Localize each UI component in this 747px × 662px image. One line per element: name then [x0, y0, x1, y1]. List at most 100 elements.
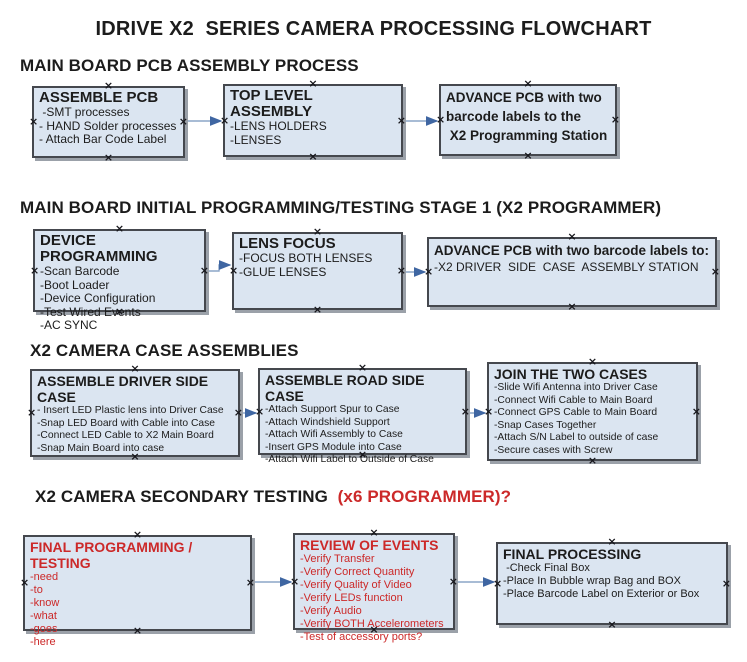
box-item: -AC SYNC — [40, 318, 98, 332]
connection-handle-icon: × — [369, 526, 379, 539]
box-item: -Verify Transfer — [300, 553, 375, 565]
box-title: ASSEMBLE ROAD SIDE CASE — [265, 372, 429, 404]
connection-handle-icon: × — [233, 406, 243, 419]
box-item: -LENSES — [230, 132, 282, 147]
box-device-programming: DEVICE PROGRAMMING -Scan Barcode-Boot Lo… — [30, 223, 209, 332]
box-title: FINAL PROGRAMMING / TESTING — [30, 539, 197, 571]
box-assemble-driver-side-case: ASSEMBLE DRIVER SIDE CASE - Insert LED P… — [27, 363, 243, 462]
connection-handle-icon: × — [308, 77, 318, 90]
connection-handle-icon: × — [178, 115, 188, 128]
connection-handle-icon: × — [484, 404, 494, 418]
box-join-the-two-cases: JOIN THE TWO CASES -Slide Wifi Antenna i… — [484, 356, 701, 466]
section-heading-1: MAIN BOARD PCB ASSEMBLY PROCESS — [20, 56, 359, 76]
box-item: -Verify BOTH Accelerometers — [300, 618, 444, 630]
box-items: -Scan Barcode-Boot Loader-Device Configu… — [40, 264, 199, 333]
connection-handle-icon: × — [369, 623, 379, 636]
connection-handle-icon: × — [20, 576, 30, 589]
connection-handle-icon: × — [130, 362, 140, 375]
section-heading-4: X2 CAMERA SECONDARY TESTING (x6 PROGRAMM… — [35, 487, 511, 507]
box-final-programming-testing: FINAL PROGRAMMING / TESTING -need-to-kno… — [20, 529, 255, 648]
box-item: -Snap Main Board into case — [37, 442, 165, 454]
box-item: -goes — [30, 623, 58, 635]
connection-handle-icon: × — [29, 115, 39, 128]
connection-handle-icon: × — [523, 77, 533, 90]
connection-handle-icon: × — [460, 404, 470, 418]
box-item: -Connect LED Cable to X2 Main Board — [37, 430, 214, 442]
box-item: -know — [30, 597, 60, 609]
connection-handle-icon: × — [220, 113, 230, 127]
section-heading-2: MAIN BOARD INITIAL PROGRAMMING/TESTING S… — [20, 198, 661, 218]
page-title: IDRIVE X2 SERIES CAMERA PROCESSING FLOWC… — [95, 18, 652, 40]
box-advance-pcb-programming-station: ADVANCE PCB with two barcode labels to t… — [436, 78, 620, 161]
section-heading-3: X2 CAMERA CASE ASSEMBLIES — [30, 341, 299, 361]
box-title: ASSEMBLE DRIVER SIDE CASE — [37, 373, 213, 405]
box-lens-focus: LENS FOCUS -FOCUS BOTH LENSES-GLUE LENSE… — [229, 226, 406, 315]
connection-handle-icon: × — [721, 576, 731, 590]
connection-handle-icon: × — [436, 113, 446, 126]
connection-handle-icon: × — [607, 535, 617, 548]
box-item: -Verify LEDs function — [300, 592, 403, 604]
connection-handle-icon: × — [245, 576, 255, 589]
box-advance-pcb-case-assembly: ADVANCE PCB with two barcode labels to: … — [424, 231, 720, 312]
box-items: -FOCUS BOTH LENSES-GLUE LENSES — [239, 251, 396, 279]
connection-handle-icon: × — [567, 230, 577, 243]
connection-handle-icon: × — [710, 265, 720, 278]
box-item: -Attach S/N Label to outside of case — [494, 432, 659, 444]
box-item: -GLUE LENSES — [239, 264, 327, 279]
connection-handle-icon: × — [587, 454, 598, 467]
box-title: TOP LEVEL ASSEMBLY — [230, 87, 317, 120]
box-title: DEVICE PROGRAMMING — [40, 232, 158, 265]
box-title: ADVANCE PCB with two barcode labels to: — [434, 243, 710, 258]
connection-handle-icon: × — [27, 406, 37, 419]
heading-text: MAIN BOARD PCB ASSEMBLY PROCESS — [20, 56, 359, 75]
box-item: -Verify Audio — [300, 605, 362, 617]
box-item: -LENS HOLDERS — [230, 119, 327, 133]
box-item: - HAND Solder processes — [39, 118, 177, 133]
connection-handle-icon: × — [396, 113, 406, 127]
heading-text: MAIN BOARD INITIAL PROGRAMMING/TESTING S… — [20, 198, 662, 217]
box-item: -Slide Wifi Antenna into Driver Case — [494, 382, 658, 393]
box-final-processing: FINAL PROCESSING -Check Final Box-Place … — [493, 536, 731, 630]
box-item: -need — [30, 571, 59, 583]
heading-red-text: (x6 PROGRAMMER)? — [328, 487, 512, 506]
arrow-row2-a — [207, 260, 232, 272]
box-items: -Verify Transfer-Verify Correct Quantity… — [300, 553, 448, 644]
box-item: -Connect Wifi Cable to Main Board — [494, 394, 653, 406]
connection-handle-icon: × — [290, 574, 300, 588]
connection-handle-icon: × — [396, 264, 406, 277]
heading-text: X2 CAMERA SECONDARY TESTING — [35, 487, 328, 506]
box-item: -Attach Support Spur to Case — [265, 404, 400, 415]
box-title: REVIEW OF EVENTS — [300, 537, 439, 553]
connection-handle-icon: × — [610, 113, 620, 126]
connection-handle-icon: × — [308, 150, 318, 163]
box-assemble-pcb: ASSEMBLE PCB -SMT processes- HAND Solder… — [29, 80, 188, 163]
box-title: JOIN THE TWO CASES — [494, 366, 648, 382]
box-items: -Check Final Box-Place In Bubble wrap Ba… — [503, 562, 721, 601]
connection-handle-icon: × — [357, 361, 368, 374]
connection-handle-icon: × — [424, 265, 434, 278]
box-item: -Device Configuration — [40, 291, 156, 305]
connection-handle-icon: × — [691, 404, 701, 418]
box-item: -Place Barcode Label on Exterior or Box — [503, 588, 700, 600]
connection-handle-icon: × — [255, 404, 265, 418]
connection-handle-icon: × — [103, 151, 114, 164]
box-item: -to — [30, 584, 43, 596]
box-items: -X2 DRIVER SIDE CASE ASSEMBLY STATION — [434, 260, 710, 275]
box-item: -Check Final Box — [503, 562, 590, 574]
box-item: -Secure cases with Screw — [494, 444, 613, 456]
box-item: -Snap Cases Together — [494, 419, 597, 431]
heading-text: X2 CAMERA CASE ASSEMBLIES — [30, 341, 299, 360]
box-items: - Insert LED Plastic lens into Driver Ca… — [37, 405, 233, 455]
box-item: -Attach Wifi Assembly to Case — [265, 429, 403, 441]
box-item: -Attach Windshield Support — [265, 416, 390, 428]
box-item: -Test of accessory ports? — [300, 631, 423, 643]
box-title: LENS FOCUS — [239, 235, 336, 252]
connection-handle-icon: × — [30, 263, 40, 277]
box-item: -FOCUS BOTH LENSES — [239, 251, 373, 265]
connection-handle-icon: × — [199, 263, 209, 277]
box-item: -Verify Quality of Video — [300, 579, 412, 591]
box-top-level-assembly: TOP LEVEL ASSEMBLY -LENS HOLDERS-LENSES … — [220, 78, 406, 162]
connection-handle-icon: × — [448, 574, 458, 588]
box-item: -Insert GPS Module into Case — [265, 441, 402, 453]
